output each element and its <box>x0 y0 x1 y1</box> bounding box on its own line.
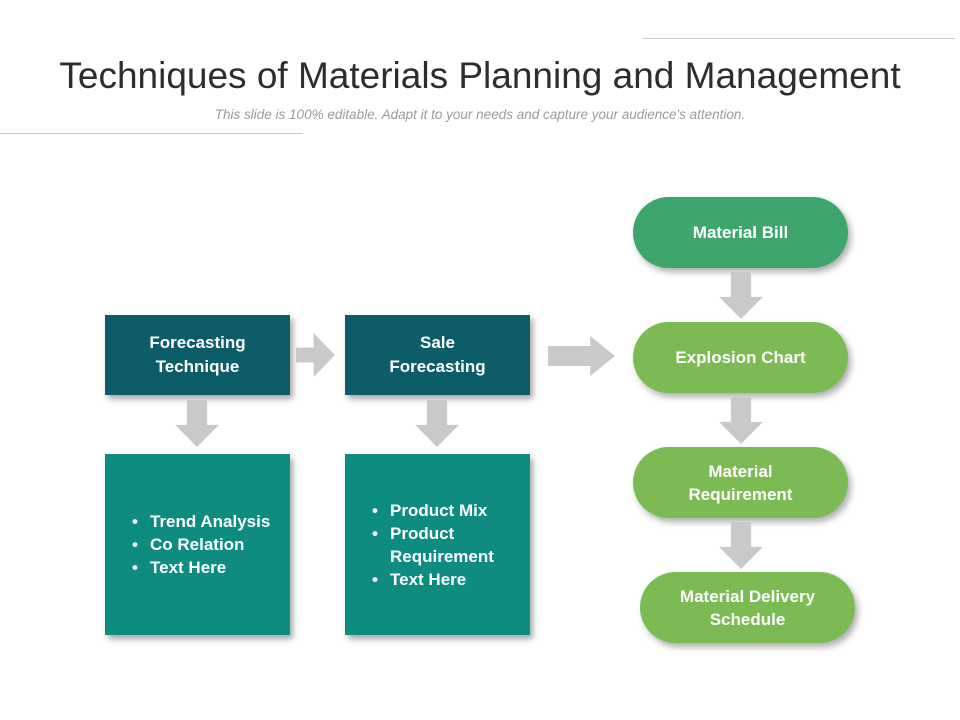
bullet-item: Trend Analysis <box>132 510 270 533</box>
sale-bullets-box: Product Mix Product Requirement Text Her… <box>345 454 530 635</box>
forecasting-technique-label-line1: Forecasting <box>149 333 246 352</box>
material-bill-label-line1: Material Bill <box>692 223 789 242</box>
material-requirement-label-line1: Material <box>708 461 773 481</box>
requirement-to-delivery-down-arrow-icon <box>719 522 763 569</box>
forecasting-bullet-list: Trend Analysis Co Relation Text Here <box>105 510 278 579</box>
sale-to-explosion-right-arrow-icon <box>548 336 615 376</box>
forecasting-technique-label-line2: Technique <box>155 357 240 376</box>
bullet-item: Text Here <box>132 556 270 579</box>
material-bill-pill: Material Bill <box>633 197 848 268</box>
forecasting-bullets-box: Trend Analysis Co Relation Text Here <box>105 454 290 635</box>
sale-forecasting-label-line1: Sale <box>420 333 455 352</box>
material-delivery-schedule-pill: Material Delivery Schedule <box>640 572 855 643</box>
sale-forecasting-label-line2: Forecasting <box>389 357 486 376</box>
explosion-chart-label-line1: Explosion Chart <box>675 348 806 367</box>
title-underline-divider <box>0 133 303 134</box>
bullet-item: Co Relation <box>132 533 270 556</box>
forecasting-to-sale-right-arrow-icon <box>296 333 335 377</box>
sale-down-arrow-icon <box>415 400 459 447</box>
forecasting-down-arrow-icon <box>175 400 219 447</box>
explosion-chart-pill: Explosion Chart <box>633 322 848 393</box>
forecasting-technique-box: Forecasting Technique <box>105 315 290 395</box>
explosion-to-requirement-down-arrow-icon <box>719 397 763 444</box>
bullet-item: Product Requirement <box>372 522 522 568</box>
page-subtitle: This slide is 100% editable. Adapt it to… <box>214 107 746 122</box>
page-title: Techniques of Materials Planning and Man… <box>59 55 901 96</box>
material-delivery-label-line1: Material Delivery <box>679 586 816 606</box>
top-right-divider-line <box>643 38 955 39</box>
sale-bullet-list: Product Mix Product Requirement Text Her… <box>345 499 530 591</box>
material-requirement-pill: Material Requirement <box>633 447 848 518</box>
sale-forecasting-box: Sale Forecasting <box>345 315 530 395</box>
bill-to-explosion-down-arrow-icon <box>719 272 763 319</box>
bullet-item: Product Mix <box>372 499 522 522</box>
bullet-item: Text Here <box>372 568 522 591</box>
material-requirement-label-line2: Requirement <box>688 484 793 504</box>
material-delivery-label-line2: Schedule <box>709 609 786 629</box>
